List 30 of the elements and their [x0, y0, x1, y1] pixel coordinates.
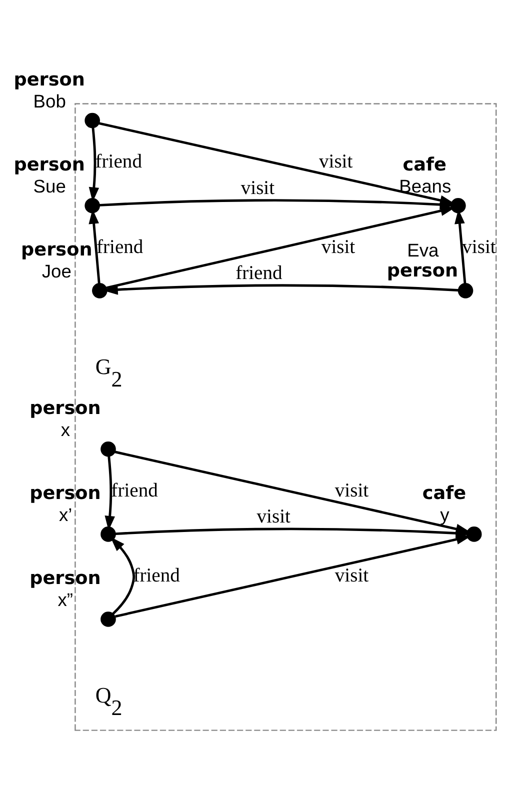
edge-label: visit	[321, 236, 356, 258]
edge-label: visit	[334, 480, 369, 502]
edge-label: friend	[133, 565, 180, 586]
node-label: y	[440, 504, 450, 526]
node-label: Bob	[33, 90, 66, 112]
node-label: cafe	[402, 154, 446, 176]
node-label: person	[30, 483, 101, 504]
node-label: person	[386, 260, 458, 282]
edge-label: friend	[95, 152, 142, 173]
node-label: x’	[58, 504, 72, 526]
edge-label: friend	[111, 480, 158, 502]
edge-label: visit	[462, 236, 496, 258]
node-label: person	[14, 69, 85, 90]
node-label: Sue	[33, 175, 66, 196]
edge-label: visit	[334, 565, 369, 586]
node-label: person	[21, 239, 92, 260]
edge-label: visit	[240, 178, 275, 199]
edge-label: visit	[256, 506, 290, 528]
node-label: Eva	[407, 240, 439, 261]
node-label: person	[14, 154, 85, 176]
node-label: cafe	[422, 483, 466, 504]
node-label: person	[30, 398, 101, 419]
node-label: x	[60, 418, 70, 440]
node-label: person	[30, 568, 101, 590]
edge-label: visit	[318, 152, 353, 173]
edge-label: friend	[236, 263, 282, 284]
edge-label: friend	[96, 236, 144, 258]
node-label: x”	[58, 589, 74, 610]
node-label: Joe	[42, 260, 72, 282]
node-label: Beans	[399, 175, 452, 196]
